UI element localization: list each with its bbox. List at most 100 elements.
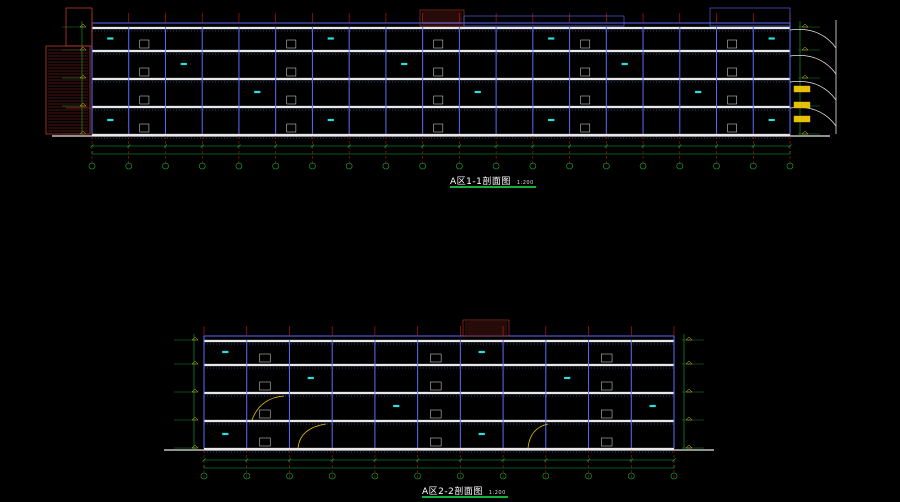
grid-bubble [309,162,316,170]
grid-bubble [499,472,507,480]
window-frame [430,409,442,419]
window-frame [430,353,442,363]
roof-machine-room [462,319,510,337]
window-frame [433,67,444,77]
grid-bubble [713,162,720,170]
room-label-mark [474,90,481,94]
grid-bubble [603,162,610,170]
window-frame [727,95,737,105]
room-label-mark [107,37,114,40]
dimension-tick [641,144,645,148]
floor-slab [203,339,675,343]
ramp-curve [789,29,837,49]
window-frame [580,39,591,49]
dimension-tick [384,144,388,148]
grid-bubble [200,472,208,480]
room-label-mark [768,37,775,40]
dimension-tick [586,458,591,462]
dimension-tick [373,458,377,462]
grid-bubble [162,162,169,170]
grid-bubble [542,472,550,480]
window-frame [286,95,297,105]
grid-bubble [345,162,353,170]
window-frame [580,95,591,105]
grid-bubble [670,472,678,480]
room-label-mark [393,404,400,408]
dimension-tick [273,144,278,148]
grid-bubble [529,162,537,170]
window-frame [259,353,271,363]
dimension-tick [415,458,420,462]
dimension-tick [310,144,315,148]
window-frame [286,123,297,133]
ramp-yellow-mark [793,85,811,93]
room-label-mark [254,90,261,94]
window-frame [580,67,591,77]
floor-slab [91,77,791,81]
window-frame [580,123,591,133]
elevation-symbol [685,444,693,449]
elevation-symbol [801,74,809,79]
window-frame [139,67,150,77]
elevation-symbol [191,444,199,449]
room-label-mark [768,118,775,122]
dimension-tick [200,144,204,148]
window-frame [259,409,271,419]
room-label-mark [327,118,334,122]
dimension-tick [420,144,425,148]
elevation-symbol [801,130,809,135]
elevation-symbol [191,360,199,365]
roof-box-right [709,7,791,27]
floor-slab [91,105,791,109]
room-label-mark [548,118,555,122]
grid-bubble [235,162,243,170]
elevation-symbol [801,46,809,51]
dimension-tick [788,144,792,148]
grid-bubble [749,162,757,170]
dimension-tick [544,458,548,462]
grid-bubble [371,472,379,480]
ramp-yellow-mark [793,101,811,109]
window-frame [139,39,150,49]
grid-bubble [492,162,500,170]
grid-bubble [286,472,293,480]
dimension-tick [458,458,463,462]
dimension-tick [678,144,682,148]
floor-slab [203,391,675,395]
dimension-tick [90,144,94,148]
grid-bubble [566,162,573,170]
floor-slab [91,26,791,30]
window-frame [433,39,444,49]
section-1-1-scale: 1:200 [516,180,534,186]
ramp-yellow-mark [793,115,811,123]
dimension-tick [330,458,334,462]
elevation-symbol [79,102,87,107]
room-label-mark [695,90,702,94]
window-frame [286,67,297,77]
section-2-2-drawing [164,319,714,480]
floor-slab [203,419,675,423]
elevation-symbol [79,23,87,28]
grid-bubble [88,162,96,170]
dimension-tick [163,144,168,148]
room-label-mark [327,37,334,40]
ramp-curve [789,81,837,101]
section-1-1-drawing [45,7,837,170]
elevation-symbol [191,336,199,341]
window-frame [286,39,297,49]
floor-slab [203,363,675,367]
elevation-symbol [191,388,199,393]
window-frame [430,437,442,447]
grid-bubble [585,472,592,480]
section-1-1-title: A区1-1剖面图 1:200 [450,174,536,188]
grid-bubble [419,162,426,170]
window-frame [601,409,613,419]
elevation-symbol [685,336,693,341]
room-label-mark [478,432,485,436]
stair-roof-box [65,7,93,47]
section-1-1-title-text: A区1-1剖面图 [450,177,511,187]
grid-bubble [456,162,463,170]
